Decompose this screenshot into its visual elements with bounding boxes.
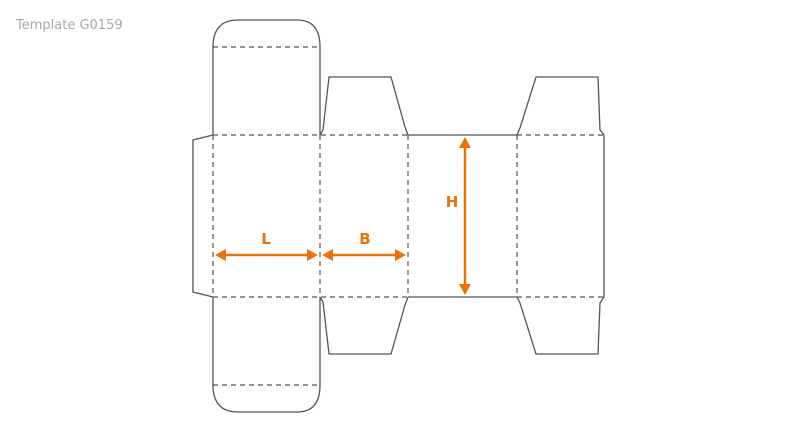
glue-flap xyxy=(192,134,214,298)
top-tuck-flap xyxy=(212,19,321,135)
fold-lines xyxy=(212,46,604,386)
top-dust-flap-right xyxy=(516,76,605,355)
length-label: L xyxy=(261,230,271,248)
top-dust-flap-left xyxy=(319,76,409,136)
bottom-dust-flap-left xyxy=(319,296,409,355)
bottom-tuck-flap xyxy=(212,297,321,413)
dimension-breadth: B xyxy=(322,230,406,261)
dimension-height: H xyxy=(446,137,471,295)
template-title: Template G0159 xyxy=(16,18,123,33)
cut-lines xyxy=(192,19,605,413)
breadth-label: B xyxy=(359,230,370,248)
dimension-length: L xyxy=(215,230,318,261)
height-label: H xyxy=(446,193,459,211)
